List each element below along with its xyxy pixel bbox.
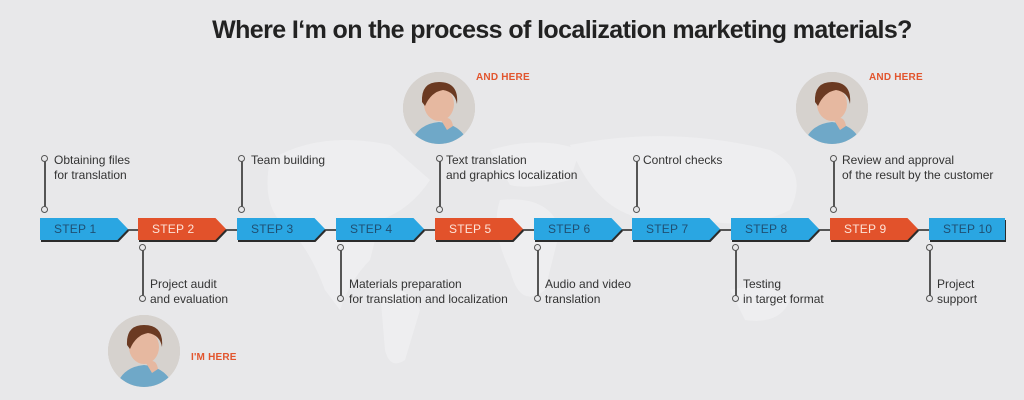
connector-step-10 bbox=[929, 248, 931, 298]
connector-dot bbox=[926, 244, 933, 251]
person-portrait-icon bbox=[403, 72, 475, 144]
step-label: STEP 3 bbox=[251, 222, 294, 236]
connector-step-6 bbox=[537, 248, 539, 298]
step-5: STEP 5 bbox=[435, 218, 524, 242]
connector-step-1 bbox=[44, 160, 46, 210]
step-label: STEP 10 bbox=[943, 222, 993, 236]
step-4: STEP 4 bbox=[336, 218, 425, 242]
step-3-description: Team building bbox=[251, 153, 326, 167]
connector-dot bbox=[41, 155, 48, 162]
avatar-step-2 bbox=[108, 315, 180, 387]
step-label: STEP 7 bbox=[646, 222, 689, 236]
step-label: STEP 4 bbox=[350, 222, 393, 236]
step-9: STEP 9 bbox=[830, 218, 919, 242]
connector-dot bbox=[732, 295, 739, 302]
connector-dot bbox=[238, 155, 245, 162]
step-label: STEP 8 bbox=[745, 222, 788, 236]
connector-step-7 bbox=[636, 160, 638, 210]
connector-dot bbox=[633, 155, 640, 162]
person-portrait-icon bbox=[108, 315, 180, 387]
connector-dot bbox=[436, 206, 443, 213]
step-1: STEP 1 bbox=[40, 218, 129, 242]
connector-dot bbox=[926, 295, 933, 302]
avatar-step-5 bbox=[403, 72, 475, 144]
connector-dot bbox=[633, 206, 640, 213]
step-2: STEP 2 bbox=[138, 218, 227, 242]
connector-step-3 bbox=[241, 160, 243, 210]
avatar-step-9 bbox=[796, 72, 868, 144]
step-label: STEP 6 bbox=[548, 222, 591, 236]
connector-dot bbox=[534, 295, 541, 302]
step-label: STEP 1 bbox=[54, 222, 97, 236]
connector-dot bbox=[139, 295, 146, 302]
marker-label-and-here: AND HERE bbox=[476, 72, 530, 83]
connector-dot bbox=[238, 206, 245, 213]
connector-step-9 bbox=[833, 160, 835, 210]
connector-dot bbox=[139, 244, 146, 251]
step-3: STEP 3 bbox=[237, 218, 326, 242]
connector-dot bbox=[830, 206, 837, 213]
marker-label-im-here: I'M HERE bbox=[191, 352, 237, 363]
connector-step-2 bbox=[142, 248, 144, 298]
step-6: STEP 6 bbox=[534, 218, 623, 242]
connector-dot bbox=[41, 206, 48, 213]
page-title: Where I‘m on the process of localization… bbox=[212, 16, 912, 44]
connector-dot bbox=[534, 244, 541, 251]
connector-dot bbox=[732, 244, 739, 251]
step-label: STEP 5 bbox=[449, 222, 492, 236]
connector-dot bbox=[830, 155, 837, 162]
person-portrait-icon bbox=[796, 72, 868, 144]
step-8: STEP 8 bbox=[731, 218, 820, 242]
connector-step-5 bbox=[439, 160, 441, 210]
step-label: STEP 2 bbox=[152, 222, 195, 236]
connector-step-4 bbox=[340, 248, 342, 298]
connector-step-8 bbox=[735, 248, 737, 298]
connector-dot bbox=[337, 244, 344, 251]
step-7-description: Control checks bbox=[643, 153, 723, 167]
step-10: STEP 10 bbox=[929, 218, 1006, 242]
connector-dot bbox=[337, 295, 344, 302]
step-label: STEP 9 bbox=[844, 222, 887, 236]
step-7: STEP 7 bbox=[632, 218, 721, 242]
connector-dot bbox=[436, 155, 443, 162]
marker-label-and-here: AND HERE bbox=[869, 72, 923, 83]
